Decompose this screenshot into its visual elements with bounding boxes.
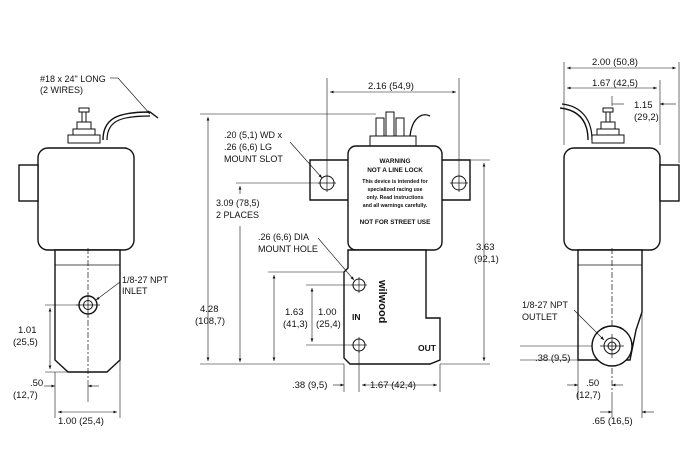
warning-label: WARNING NOT A LINE LOCK This device is i… <box>360 158 431 226</box>
wire-note-2: (2 WIRES) <box>40 85 83 95</box>
terminal-stud <box>67 107 101 144</box>
warning-footer: NOT FOR STREET USE <box>360 219 431 226</box>
slot-note-3: MOUNT SLOT <box>224 154 283 164</box>
label-out: OUT <box>418 343 437 353</box>
dim-overall-height: 4.28 <box>200 304 219 315</box>
dim-hole-height: 1.63 <box>285 307 304 318</box>
warning-title: WARNING <box>380 158 411 165</box>
valve-body-front <box>343 249 441 365</box>
dim-slot-span: 2.16 (54,9) <box>368 81 414 92</box>
dim-hole-spacing-mm: (25,4) <box>316 319 341 330</box>
dim-port-side: .65 (16,5) <box>592 416 633 427</box>
warning-line-4: and all warnings carefully. <box>363 203 428 209</box>
wire-note-1: #18 x 24" LONG <box>40 74 106 84</box>
slot-height-2: 2 PLACES <box>216 210 259 220</box>
dim-port-height-mm: (25,5) <box>13 337 38 348</box>
dim-overall-height-mm: (108,7) <box>195 316 225 327</box>
dim-port-offset-mm: (12,7) <box>13 390 38 401</box>
dim-overall-depth: 2.00 (50,8) <box>592 57 638 68</box>
connector-tab <box>18 164 39 202</box>
dim-width: 1.00 (25,4) <box>58 416 104 427</box>
dim-port-offset-right: .38 (9,5) <box>535 353 570 364</box>
inlet-note-2: INLET <box>122 286 148 296</box>
dim-depth-3: 1.15 <box>634 100 653 111</box>
label-in: IN <box>352 312 361 322</box>
warning-line-2: specialized racing use <box>367 187 422 193</box>
dim-port-bottom-mm: (12,7) <box>576 390 601 401</box>
dim-hole-edge: .38 (9,5) <box>292 380 327 391</box>
center-terminals <box>369 111 431 151</box>
hole-note-2: MOUNT HOLE <box>258 244 318 254</box>
dim-depth-3-mm: (29,2) <box>634 112 659 123</box>
right-side-view: 2.00 (50,8) 1.67 (42,5) 1.15 (29,2) 1/8-… <box>520 57 680 427</box>
terminal-stud-right <box>591 107 625 144</box>
dim-hole-span: 1.67 (42,4) <box>370 380 416 391</box>
warning-line-3: only. Read instructions <box>367 195 424 201</box>
dim-hole-height-mm: (41,3) <box>283 319 308 330</box>
connector-tab-right <box>659 164 680 202</box>
dim-port-offset: .50 <box>30 378 43 389</box>
brand-logo: wilwood <box>376 279 388 323</box>
left-side-view: #18 x 24" LONG (2 WIRES) 1/8-27 NPT INLE… <box>13 74 169 427</box>
dim-body-height-mm: (92,1) <box>474 254 499 265</box>
center-front-view: WARNING NOT A LINE LOCK This device is i… <box>195 78 499 392</box>
warning-line-1: This device is intended for <box>362 179 427 185</box>
slot-note-2: .26 (6,6) LG <box>224 142 272 152</box>
coil-body-right <box>563 147 661 251</box>
outlet-note-2: OUTLET <box>522 312 558 322</box>
dim-body-height: 3.63 <box>476 242 495 253</box>
hole-note-1: .26 (6,6) DIA <box>258 232 309 242</box>
warning-subtitle: NOT A LINE LOCK <box>367 167 423 174</box>
outlet-note-1: 1/8-27 NPT <box>522 300 569 310</box>
slot-note-1: .20 (5,1) WD x <box>224 130 283 140</box>
slot-height-1: 3.09 (78,5) <box>216 198 260 208</box>
dim-port-bottom: .50 <box>586 378 599 389</box>
coil-body <box>37 147 135 251</box>
dim-hole-spacing: 1.00 <box>318 307 337 318</box>
inlet-note-1: 1/8-27 NPT <box>122 275 169 285</box>
dim-port-height: 1.01 <box>18 325 37 336</box>
dim-depth-2: 1.67 (42,5) <box>592 78 638 89</box>
